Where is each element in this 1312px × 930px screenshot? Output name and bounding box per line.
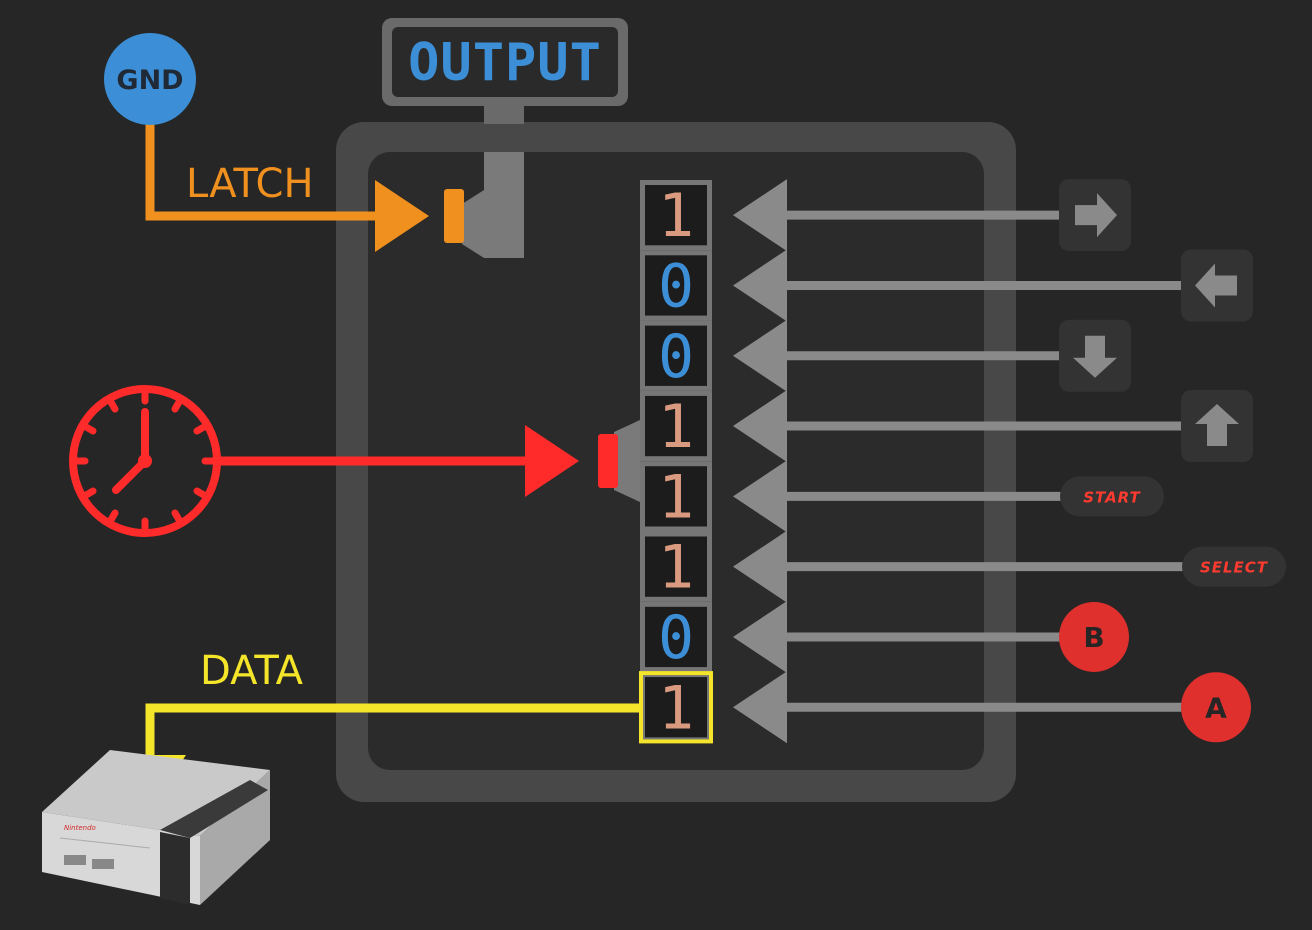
data-label: DATA — [200, 648, 304, 694]
button-a: A — [1181, 672, 1251, 743]
register-cell: 1 — [639, 671, 713, 744]
button-label-start: START — [1083, 488, 1141, 506]
button-select: SELECT — [1182, 546, 1286, 587]
clock-contact — [598, 434, 618, 488]
gnd-node — [104, 33, 196, 125]
register-cell-face — [645, 255, 707, 316]
register-bit: 0 — [658, 251, 694, 321]
register-cell: 1 — [640, 461, 712, 532]
register-bit: 0 — [658, 322, 694, 392]
arrow-left-icon — [1181, 249, 1253, 322]
latch-wire — [145, 115, 429, 252]
output-label-box: OUTPUT — [382, 18, 628, 106]
register-cell: 0 — [640, 601, 712, 673]
button-label-a: A — [1205, 691, 1227, 724]
clock-icon — [69, 385, 221, 537]
register-cell: 0 — [640, 320, 712, 392]
data-bit-highlight — [639, 671, 713, 744]
gnd-label: GND — [116, 65, 183, 96]
arrow-down-icon — [1059, 319, 1131, 392]
register-cell: 1 — [640, 180, 712, 251]
register-bit: 1 — [658, 392, 694, 462]
input-arrows — [733, 179, 1184, 744]
register-cell-face — [645, 395, 707, 457]
input-buttons: START SELECT B A — [1059, 179, 1286, 743]
arrow-up-icon — [1181, 390, 1253, 463]
register-cell-face — [645, 606, 707, 668]
register-cell: 0 — [640, 250, 712, 321]
latch-contact — [444, 189, 464, 243]
latch-gate — [462, 190, 524, 258]
clock-gate — [614, 420, 640, 502]
register-cell: 1 — [640, 531, 712, 603]
nes-console-icon: Nintendo — [42, 750, 270, 905]
button-start: START — [1060, 476, 1164, 517]
register-bit: 1 — [658, 181, 694, 251]
arrow-right-icon — [1059, 179, 1131, 252]
register-cell-face — [645, 536, 707, 597]
register-cell-face — [645, 185, 707, 246]
register-cell-face — [645, 325, 707, 386]
register-bit: 1 — [658, 462, 694, 532]
button-label-select: SELECT — [1200, 559, 1269, 577]
register-cell-face — [645, 677, 707, 738]
button-label-b: B — [1083, 621, 1104, 654]
register-cell-face — [645, 466, 707, 527]
latch-label: LATCH — [186, 161, 314, 207]
output-label: OUTPUT — [408, 33, 602, 93]
nes-brand: Nintendo — [64, 824, 96, 832]
register-bit: 1 — [658, 533, 694, 603]
register-cell: 1 — [640, 390, 712, 462]
latch-gate-notch — [484, 152, 524, 190]
output-stem — [484, 104, 524, 124]
register-bit: 0 — [658, 603, 694, 673]
register-bit: 1 — [658, 673, 694, 743]
button-b: B — [1059, 601, 1129, 672]
